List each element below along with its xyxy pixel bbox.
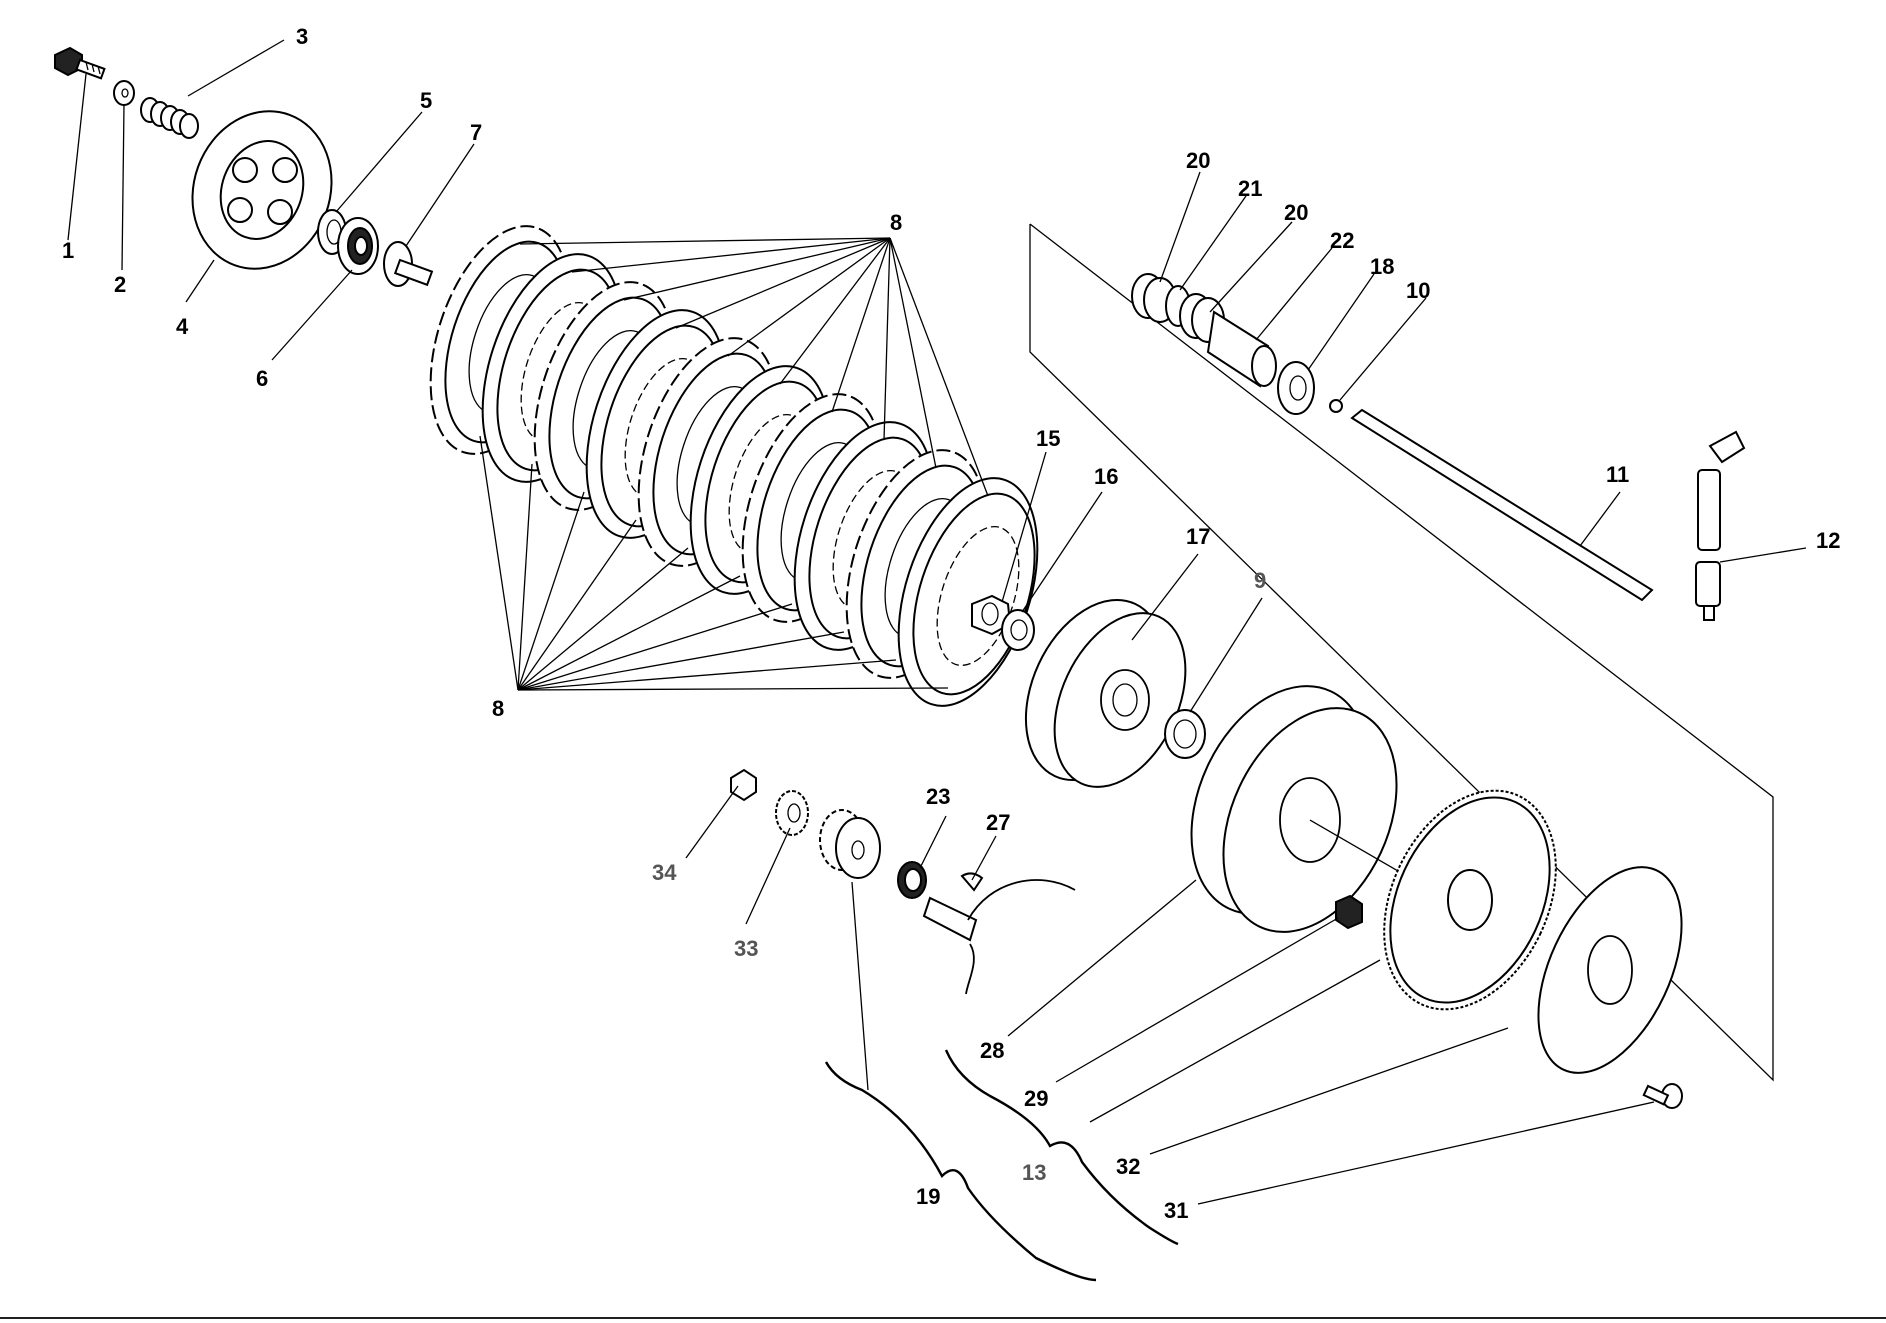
callout-22: 22 — [1330, 228, 1354, 253]
plate-leader-line — [623, 237, 891, 301]
callout-12: 12 — [1816, 528, 1840, 553]
part-16-lock-washer — [1001, 609, 1035, 651]
callout-4: 4 — [176, 314, 189, 339]
part-27-key — [960, 872, 984, 892]
part-28-clutch-basket — [1190, 685, 1501, 933]
callout-28: 28 — [980, 1038, 1004, 1063]
part-3-spring — [140, 97, 199, 139]
part-29-spacer — [1335, 894, 1363, 930]
callout-31: 31 — [1164, 1198, 1188, 1223]
plate-leader-line — [479, 435, 519, 691]
callout-9: 9 — [1254, 568, 1266, 593]
plate-leader-line — [517, 575, 741, 691]
bracket-19 — [824, 1061, 1097, 1282]
part-20-needle-bearing — [1131, 273, 1177, 323]
plate-leader-line — [889, 237, 937, 469]
plate-leader-line — [517, 659, 897, 691]
callout-5: 5 — [420, 88, 432, 113]
part-8-clutch-plates — [429, 225, 1039, 707]
part-22-sleeve — [1206, 310, 1277, 388]
part-34-nut — [730, 768, 757, 802]
crankshaft-stub — [922, 879, 1076, 995]
callout-21: 21 — [1238, 176, 1262, 201]
part-7-pushrod-cap — [383, 241, 434, 287]
plate-leader-line — [779, 237, 891, 385]
callout-3: 3 — [296, 24, 308, 49]
part-32-driven-gear — [1383, 789, 1557, 1011]
part-11-pushrod — [1350, 408, 1654, 602]
part-9-thrust-washer — [1164, 709, 1206, 759]
part-12-release-lever — [1695, 430, 1746, 621]
part-31-bolt — [1642, 1083, 1683, 1109]
callout-11: 11 — [1606, 462, 1629, 487]
part-plate-disc — [1537, 866, 1683, 1074]
part-19-pinion-gear — [819, 809, 881, 879]
plate-leader-line — [883, 237, 891, 441]
callout-8-bottom: 8 — [492, 696, 504, 721]
part-6-bearing — [337, 217, 379, 275]
plate-leader-line — [517, 519, 637, 691]
callout-19: 19 — [916, 1184, 940, 1209]
callout-8-top: 8 — [890, 210, 902, 235]
callout-29: 29 — [1024, 1086, 1048, 1111]
plate-leader-line — [571, 237, 891, 273]
callout-20-b: 20 — [1284, 200, 1308, 225]
callout-18: 18 — [1370, 254, 1394, 279]
callout-13: 13 — [1022, 1160, 1046, 1185]
callout-6: 6 — [256, 366, 268, 391]
callout-23: 23 — [926, 784, 950, 809]
plate-leader-line — [675, 237, 891, 329]
plate-leader-line — [727, 237, 891, 357]
clutch-plate — [897, 477, 1039, 707]
callout-2: 2 — [114, 272, 126, 297]
plate-leader-line — [517, 491, 585, 691]
plate-leader-line — [517, 547, 689, 691]
plate-leader-line — [517, 463, 533, 691]
plate-leader-line — [519, 237, 891, 245]
bracket-13 — [944, 1049, 1179, 1246]
callout-20-a: 20 — [1186, 148, 1210, 173]
callout-17: 17 — [1186, 524, 1210, 549]
part-23-seal — [897, 861, 927, 899]
part-18-washer — [1277, 361, 1315, 415]
callout-16: 16 — [1094, 464, 1118, 489]
callout-27: 27 — [986, 810, 1010, 835]
plate-leader-line — [517, 687, 949, 691]
part-8-leader-lines — [479, 237, 989, 691]
part-15-hub-nut — [971, 594, 1012, 636]
callout-labels: 1 2 3 4 5 6 7 8 8 9 10 11 12 13 15 16 17… — [62, 24, 1840, 1223]
callout-1: 1 — [62, 238, 74, 263]
callout-33: 33 — [734, 936, 758, 961]
plate-leader-line — [831, 237, 891, 413]
part-4-pressure-plate — [191, 110, 333, 270]
leader-lines — [67, 39, 1807, 1205]
plate-leader-line — [517, 603, 793, 691]
callout-32: 32 — [1116, 1154, 1140, 1179]
part-10-ball — [1329, 399, 1343, 413]
callout-10: 10 — [1406, 278, 1430, 303]
part-2-washer — [113, 80, 135, 106]
callout-34: 34 — [652, 860, 677, 885]
callout-7: 7 — [470, 120, 482, 145]
part-17-inner-hub — [1024, 599, 1187, 788]
callout-15: 15 — [1036, 426, 1060, 451]
plate-leader-line — [517, 631, 845, 691]
plate-leader-line — [889, 237, 989, 497]
assembly-boundary-box — [1029, 223, 1774, 1082]
part-1-bolt — [54, 46, 106, 80]
part-33-gear-small — [775, 790, 809, 836]
